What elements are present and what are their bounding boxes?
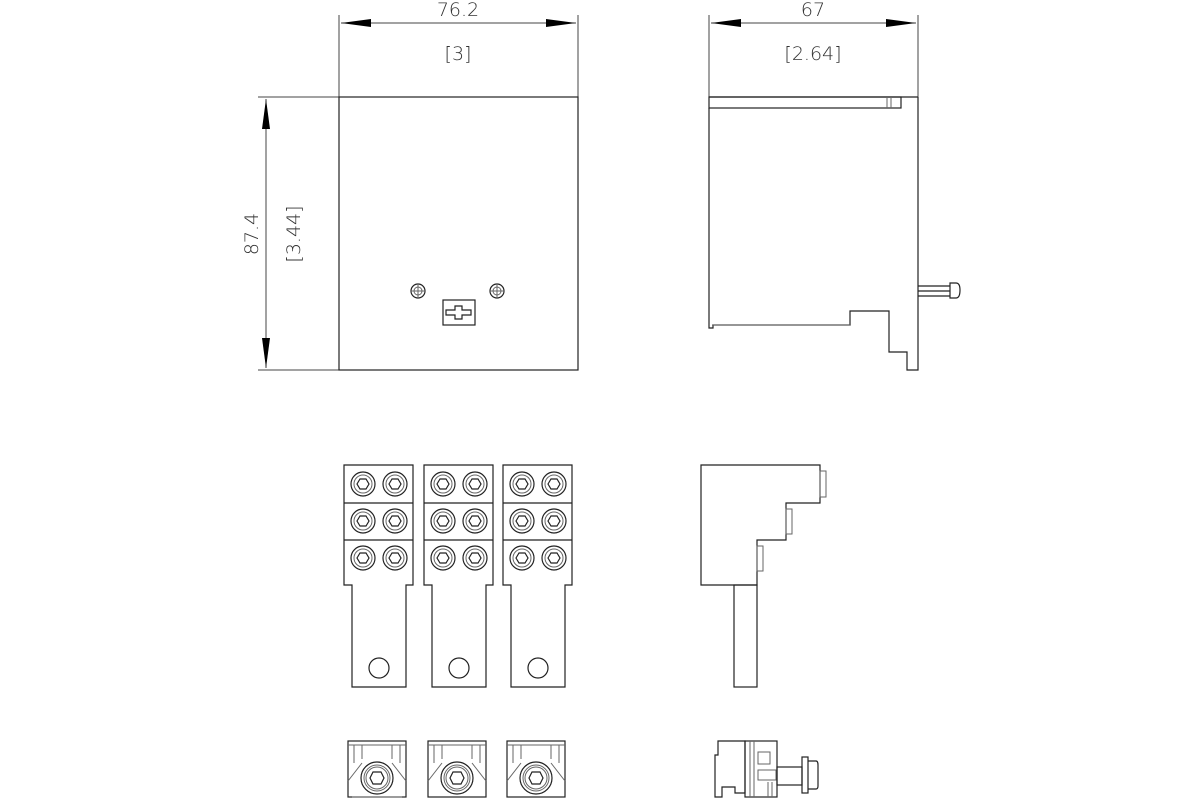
screw-icon: [489, 283, 505, 299]
mounting-hole: [368, 657, 390, 679]
hex-screw-icon: [528, 771, 544, 785]
hex-screw-icon: [382, 471, 408, 497]
hex-screw-icon: [462, 471, 488, 497]
hex-screw-icon: [509, 508, 535, 534]
hex-screw-icon: [541, 508, 567, 534]
arrow-down-icon: [262, 338, 270, 368]
height-dim-in: [3.44]: [283, 205, 305, 262]
arrow-right-icon: [546, 19, 576, 27]
mounting-hole: [448, 657, 470, 679]
hex-screw-icon: [541, 545, 567, 571]
screw-icon: [410, 283, 426, 299]
lug-top-side-view: [714, 740, 819, 798]
hex-screw-icon: [350, 508, 376, 534]
arrow-up-icon: [262, 99, 270, 129]
lug-top: [506, 740, 566, 798]
lug: [343, 464, 414, 688]
mounting-hole: [527, 657, 549, 679]
depth-dim-in: [2.64]: [784, 43, 841, 65]
lug-top-views: [347, 740, 566, 798]
hex-screw-icon: [462, 508, 488, 534]
hex-screw-icon: [541, 471, 567, 497]
hex-screw-icon: [509, 471, 535, 497]
hex-screw-icon: [449, 771, 465, 785]
lug-top: [347, 740, 407, 798]
hex-screw-icon: [382, 508, 408, 534]
width-dim-in: [3]: [445, 43, 472, 65]
screw-icon: [918, 282, 961, 299]
depth-dim-mm: 67: [801, 0, 825, 21]
lug-front-views: [343, 464, 573, 688]
arrow-left-icon: [341, 19, 371, 27]
hex-screw-icon: [430, 508, 456, 534]
arrow-right-icon: [886, 19, 916, 27]
hex-screw-icon: [509, 545, 535, 571]
side-body: [708, 97, 919, 371]
lug-side-view: [700, 464, 827, 688]
front-view: 76.2 [3] 87.4 [3.44]: [241, 0, 579, 371]
hex-screw-icon: [369, 771, 385, 785]
plus-icon: [445, 305, 472, 320]
hex-screw-icon: [430, 471, 456, 497]
cover-body: [338, 96, 579, 371]
height-dim-mm: 87.4: [241, 213, 263, 255]
hex-screw-icon: [350, 545, 376, 571]
side-view: 67 [2.64]: [708, 0, 961, 371]
hex-screw-icon: [382, 545, 408, 571]
hex-screw-icon: [350, 471, 376, 497]
width-dim-mm: 76.2: [437, 0, 479, 21]
hex-screw-icon: [430, 545, 456, 571]
plus-label: [442, 299, 476, 326]
hex-screw-icon: [462, 545, 488, 571]
lug: [502, 464, 573, 688]
lug-top: [427, 740, 487, 798]
arrow-left-icon: [711, 19, 741, 27]
lug: [423, 464, 494, 688]
